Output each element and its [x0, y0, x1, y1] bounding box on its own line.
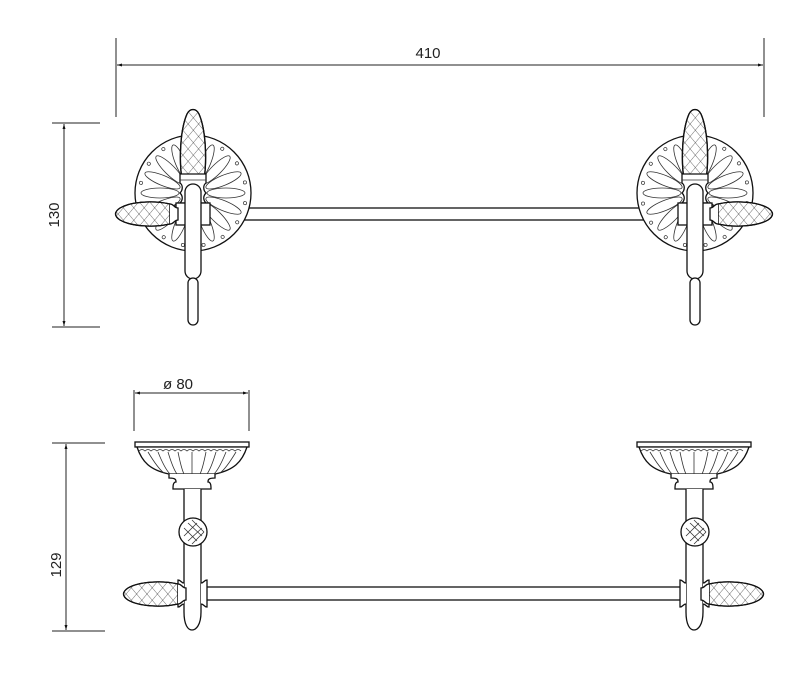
dimension-label-130: 130	[46, 202, 63, 227]
dimension-label-410: 410	[415, 45, 440, 62]
dimension-depth: 129	[48, 442, 105, 632]
knob-icon	[178, 517, 208, 547]
right-bracket-top	[636, 441, 765, 631]
front-view: 410 130	[46, 38, 774, 328]
left-bracket-front	[114, 108, 252, 326]
towel-bar-front	[207, 207, 683, 221]
dimension-label-diameter-80: ø 80	[163, 376, 193, 393]
towel-bar-top	[204, 586, 682, 601]
dimension-overall-width: 410	[115, 38, 765, 117]
mounting-cup-left	[134, 441, 250, 490]
finial-icon	[179, 108, 207, 181]
mounting-cup-right	[636, 441, 752, 490]
left-bracket-top	[122, 441, 250, 631]
dimension-front-height: 130	[46, 122, 100, 328]
dimension-label-129: 129	[48, 552, 65, 577]
top-view: ø 80 129	[48, 376, 765, 632]
dimension-rosette-diameter: ø 80	[133, 376, 250, 431]
right-bracket-front	[636, 108, 774, 326]
